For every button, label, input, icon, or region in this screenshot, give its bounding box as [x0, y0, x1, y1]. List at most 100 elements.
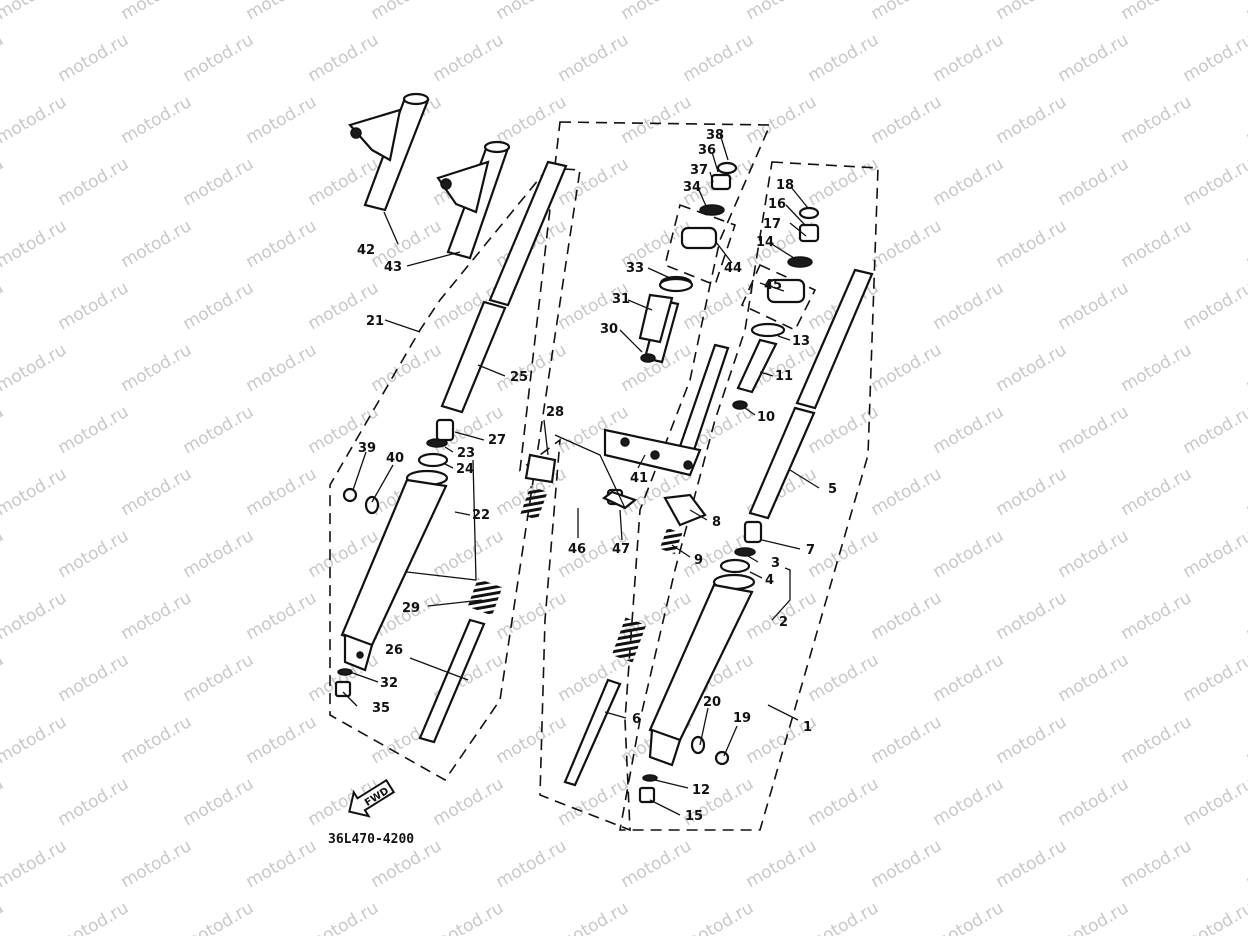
watermark-text: motod.ru	[243, 588, 321, 644]
outline-center	[518, 121, 772, 832]
watermark-text: motod.ru	[55, 402, 133, 458]
watermark-text: motod.ru	[243, 712, 321, 768]
label-24: 24	[456, 462, 474, 477]
watermark-text: motod.ru	[180, 30, 258, 86]
label-5: 5	[828, 482, 837, 497]
watermark-text: motod.ru	[1055, 774, 1133, 830]
diagram-code: 36L470-4200	[328, 832, 414, 847]
label-34: 34	[683, 180, 701, 195]
watermark-text: motod.ru	[1243, 836, 1248, 892]
watermark-text: motod.ru	[1055, 402, 1133, 458]
watermark-text: motod.ru	[555, 898, 633, 936]
label-46: 46	[568, 542, 586, 557]
watermark-text: motod.ru	[118, 216, 196, 272]
watermark-text: motod.ru	[805, 30, 883, 86]
watermark-text: motod.ru	[993, 216, 1071, 272]
label-27: 27	[488, 433, 506, 448]
label-7: 7	[806, 543, 815, 558]
watermark-text: motod.ru	[180, 154, 258, 210]
leader-lines	[342, 133, 820, 816]
watermark-text: motod.ru	[55, 898, 133, 936]
watermark-text: motod.ru	[618, 92, 696, 148]
watermark-text: motod.ru	[243, 340, 321, 396]
watermark-text: motod.ru	[555, 154, 633, 210]
label-38: 38	[706, 128, 724, 143]
watermark-text: motod.ru	[55, 278, 133, 334]
watermark-text: motod.ru	[868, 92, 946, 148]
label-31: 31	[612, 292, 630, 307]
label-41: 41	[630, 471, 648, 486]
label-32: 32	[380, 676, 398, 691]
watermark-text: motod.ru	[1055, 650, 1133, 706]
watermark-text: motod.ru	[743, 836, 821, 892]
watermark-text: motod.ru	[1180, 278, 1248, 334]
watermark-text: motod.ru	[118, 588, 196, 644]
label-33: 33	[626, 261, 644, 276]
watermark-text: motod.ru	[55, 154, 133, 210]
label-11: 11	[775, 369, 793, 384]
label-29: 29	[402, 601, 420, 616]
watermark-text: motod.ru	[118, 836, 196, 892]
watermark-text: motod.ru	[1118, 340, 1196, 396]
watermark-text: motod.ru	[0, 402, 7, 458]
watermark-text: motod.ru	[1243, 588, 1248, 644]
watermark-text: motod.ru	[0, 588, 70, 644]
watermark-text: motod.ru	[118, 340, 196, 396]
label-10: 10	[757, 410, 775, 425]
watermark-text: motod.ru	[118, 0, 196, 24]
watermark-text: motod.ru	[1243, 712, 1248, 768]
watermark-text: motod.ru	[1243, 216, 1248, 272]
watermark-text: motod.ru	[1243, 92, 1248, 148]
watermark-text: motod.ru	[743, 92, 821, 148]
label-13: 13	[792, 334, 810, 349]
label-47: 47	[612, 542, 630, 557]
label-45: 45	[764, 278, 782, 293]
label-3: 3	[771, 556, 780, 571]
watermark-text: motod.ru	[930, 278, 1008, 334]
inner-tube-left	[440, 160, 568, 414]
label-15: 15	[685, 809, 703, 824]
part-labels: 38 36 37 34 18 16 17 14 44 45 33 31 30 1…	[357, 128, 837, 824]
watermark-text: motod.ru	[993, 464, 1071, 520]
watermark-text: motod.ru	[55, 650, 133, 706]
watermark-text: motod.ru	[0, 774, 7, 830]
label-19: 19	[733, 711, 751, 726]
watermark-text: motod.ru	[0, 216, 70, 272]
watermark-text: motod.ru	[993, 0, 1071, 24]
watermark-text: motod.ru	[805, 774, 883, 830]
watermark-text: motod.ru	[0, 92, 70, 148]
watermark-text: motod.ru	[1055, 898, 1133, 936]
watermark-text: motod.ru	[618, 836, 696, 892]
watermark-text: motod.ru	[1118, 92, 1196, 148]
watermark-text: motod.ru	[1180, 650, 1248, 706]
watermark-text: motod.ru	[555, 650, 633, 706]
watermark-text: motod.ru	[0, 836, 70, 892]
watermark-text: motod.ru	[868, 216, 946, 272]
watermark-text: motod.ru	[1055, 278, 1133, 334]
watermark-text: motod.ru	[868, 588, 946, 644]
watermark-text: motod.ru	[868, 464, 946, 520]
label-25: 25	[510, 370, 528, 385]
watermark-text: motod.ru	[1118, 712, 1196, 768]
label-37: 37	[690, 163, 708, 178]
watermark-text: motod.ru	[1118, 588, 1196, 644]
headlight-bracket-42	[348, 92, 430, 212]
watermark-text: motod.ru	[993, 588, 1071, 644]
watermark-text: motod.ru	[243, 92, 321, 148]
watermark-text: motod.ru	[0, 340, 70, 396]
watermark-text: motod.ru	[1243, 340, 1248, 396]
label-9: 9	[694, 553, 703, 568]
label-35: 35	[372, 701, 390, 716]
watermark-text: motod.ru	[930, 650, 1008, 706]
watermark-text: motod.ru	[993, 340, 1071, 396]
watermark-text: motod.ru	[1180, 154, 1248, 210]
label-6: 6	[632, 712, 641, 727]
watermark-text: motod.ru	[243, 464, 321, 520]
watermark-text: motod.ru	[1118, 0, 1196, 24]
watermark-text: motod.ru	[868, 836, 946, 892]
label-39: 39	[358, 441, 376, 456]
watermark-text: motod.ru	[1118, 836, 1196, 892]
watermark-text: motod.ru	[368, 0, 446, 24]
watermark-text: motod.ru	[868, 712, 946, 768]
